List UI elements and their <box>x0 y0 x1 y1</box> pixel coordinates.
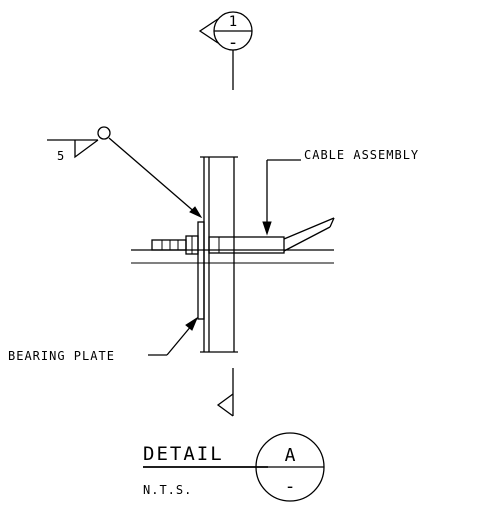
detail-bubble-sheet: - <box>285 476 296 497</box>
anchor-stud <box>151 239 187 251</box>
bearing-plate-shape <box>197 221 205 320</box>
callout-bearing-plate-label: BEARING PLATE <box>8 349 115 363</box>
callout-cable-assembly-arrowhead <box>262 221 272 236</box>
callout-bearing-plate-arrowhead <box>185 316 199 331</box>
cable-strand-upper <box>283 217 335 240</box>
detail-scale: N.T.S. <box>143 483 192 497</box>
callout-bearing-plate: BEARING PLATE <box>8 316 199 363</box>
cable-strand-lower <box>283 226 331 252</box>
weld-size-label: 5 <box>57 149 65 163</box>
callout-bearing-plate-leader-d <box>166 324 193 356</box>
detail-title-block: DETAIL N.T.S. A - <box>143 432 325 502</box>
lower-section-arrow <box>216 393 234 417</box>
weld-all-around-circle <box>97 126 111 140</box>
cable-assembly <box>151 217 335 255</box>
detail-title: DETAIL <box>143 443 224 465</box>
section-marker-sheet: - <box>228 32 239 53</box>
bearing-plate <box>197 221 205 320</box>
lower-section-marker <box>216 368 234 417</box>
section-marker-arrow <box>198 18 219 44</box>
vertical-member <box>200 156 238 353</box>
weld-fillet-triangle <box>74 139 99 159</box>
cable-strand-end <box>329 217 335 228</box>
callout-cable-assembly: CABLE ASSEMBLY <box>262 148 419 236</box>
section-marker-number: 1 <box>229 14 237 30</box>
weld-symbol: 5 <box>47 126 203 219</box>
detail-bubble-letter: A <box>285 445 296 466</box>
callout-cable-assembly-label: CABLE ASSEMBLY <box>304 148 419 162</box>
slab-line <box>131 249 334 264</box>
weld-leader-line <box>108 137 198 215</box>
cable-sheath <box>208 236 285 254</box>
section-marker: 1 - <box>198 11 253 90</box>
weld-leader-arrowhead <box>189 206 203 219</box>
